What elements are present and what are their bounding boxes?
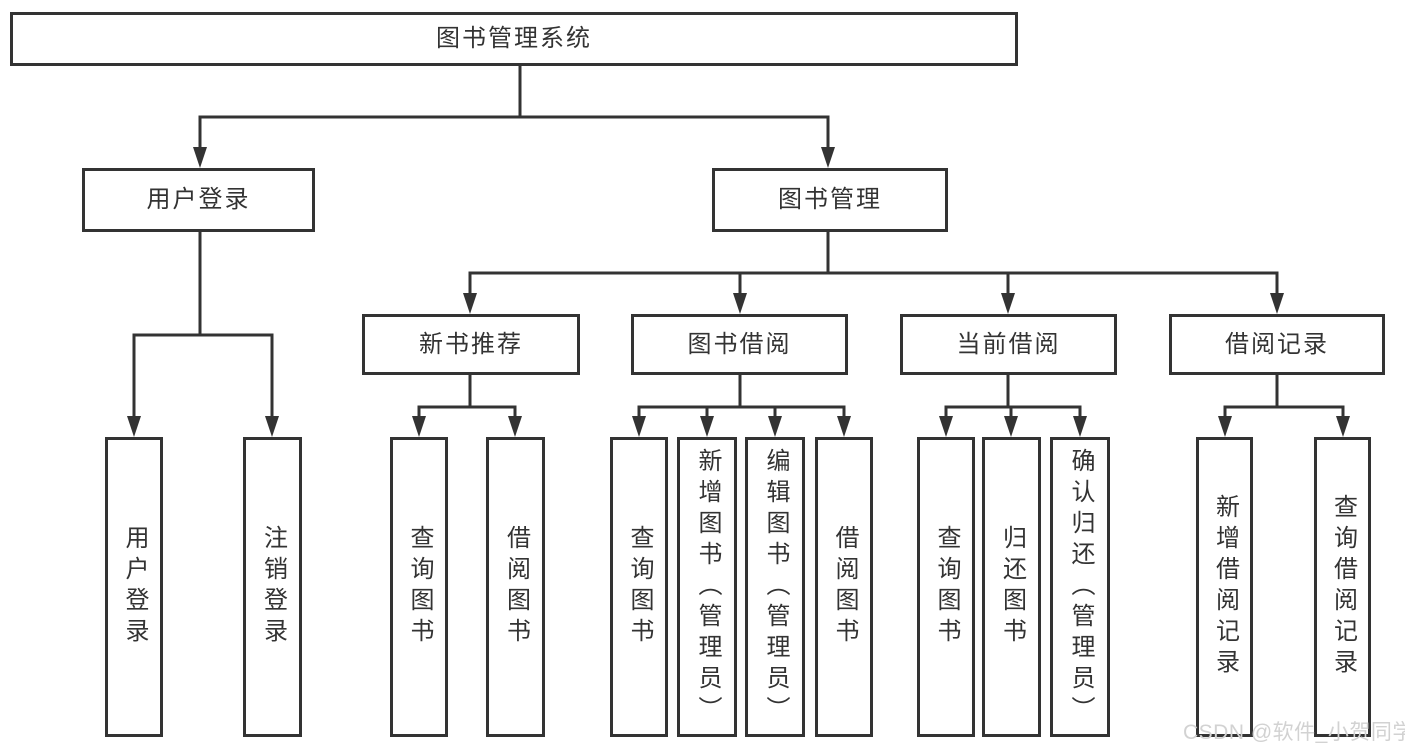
arrowhead <box>127 416 141 437</box>
leaf-query-books: 查询图书 <box>390 437 448 737</box>
leaf-query-books-2: 查询图书 <box>610 437 668 737</box>
connector-current-borrow-children <box>944 373 1082 421</box>
leaf-user-login: 用户登录 <box>105 437 163 737</box>
node-label: 用户登录 <box>121 525 148 649</box>
node-book-borrow: 图书借阅 <box>631 314 848 375</box>
watermark: CSDN @软件_小贺同学 <box>1183 721 1405 744</box>
node-label: 借阅记录 <box>1225 330 1329 358</box>
arrowhead <box>837 416 851 437</box>
arrowhead <box>733 293 747 314</box>
leaf-query-books-3: 查询图书 <box>917 437 975 737</box>
node-current-borrow: 当前借阅 <box>900 314 1117 375</box>
arrowhead <box>265 416 279 437</box>
node-label: 新增借阅记录 <box>1211 494 1239 680</box>
node-label: 借阅图书 <box>502 525 530 649</box>
node-label: 借阅图书 <box>831 525 858 649</box>
connector-borrow-records-children <box>1223 373 1345 421</box>
node-label: 查询借阅记录 <box>1329 494 1357 680</box>
node-new-book-recommend: 新书推荐 <box>362 314 580 375</box>
arrowhead <box>1073 416 1087 437</box>
node-label: 编辑图书（管理员） <box>762 447 789 727</box>
arrowhead <box>1336 416 1350 437</box>
arrowhead <box>939 416 953 437</box>
connector-root-to-level2 <box>198 64 830 152</box>
node-label: 新增图书（管理员） <box>694 447 721 727</box>
node-label: 归还图书 <box>998 525 1026 649</box>
connector-user-login-children <box>132 230 274 421</box>
leaf-confirm-return-admin: 确认归还（管理员） <box>1050 437 1110 737</box>
arrowhead <box>1004 416 1018 437</box>
arrowhead <box>1270 293 1284 314</box>
leaf-logout: 注销登录 <box>243 437 302 737</box>
connector-new-book-recommend-children <box>417 373 517 421</box>
arrowhead <box>463 293 477 314</box>
leaf-query-borrow-record: 查询借阅记录 <box>1314 437 1371 737</box>
node-label: 确认归还（管理员） <box>1067 447 1094 727</box>
node-label: 查询图书 <box>626 525 653 649</box>
arrowhead <box>412 416 426 437</box>
arrowhead <box>1218 416 1232 437</box>
arrowhead <box>508 416 522 437</box>
leaf-return-books: 归还图书 <box>982 437 1041 737</box>
arrowheads <box>127 147 1350 437</box>
leaf-edit-book-admin: 编辑图书（管理员） <box>745 437 805 737</box>
node-label: 查询图书 <box>406 525 433 649</box>
node-label: 图书借阅 <box>687 330 792 358</box>
node-label: 新书推荐 <box>419 330 523 358</box>
arrowhead <box>632 416 646 437</box>
arrowhead <box>768 416 782 437</box>
leaf-borrow-books: 借阅图书 <box>486 437 545 737</box>
leaf-add-borrow-record: 新增借阅记录 <box>1196 437 1253 737</box>
node-label: 查询图书 <box>933 525 960 649</box>
node-borrow-records: 借阅记录 <box>1169 314 1385 375</box>
node-label: 图书管理 <box>778 186 882 213</box>
node-label: 注销登录 <box>259 525 287 649</box>
arrowhead <box>193 147 207 168</box>
leaf-borrow-books-2: 借阅图书 <box>815 437 873 737</box>
connector-book-management-children <box>468 230 1279 298</box>
node-label: 当前借阅 <box>956 330 1061 358</box>
leaf-add-book-admin: 新增图书（管理员） <box>677 437 737 737</box>
node-label: 用户登录 <box>146 186 251 213</box>
connector-book-borrow-children <box>637 373 846 421</box>
arrowhead <box>700 416 714 437</box>
node-book-management: 图书管理 <box>712 168 948 232</box>
arrowhead <box>1001 293 1015 314</box>
node-user-login: 用户登录 <box>82 168 315 232</box>
node-label: 图书管理系统 <box>436 25 592 52</box>
arrowhead <box>821 147 835 168</box>
node-root: 图书管理系统 <box>10 12 1018 66</box>
